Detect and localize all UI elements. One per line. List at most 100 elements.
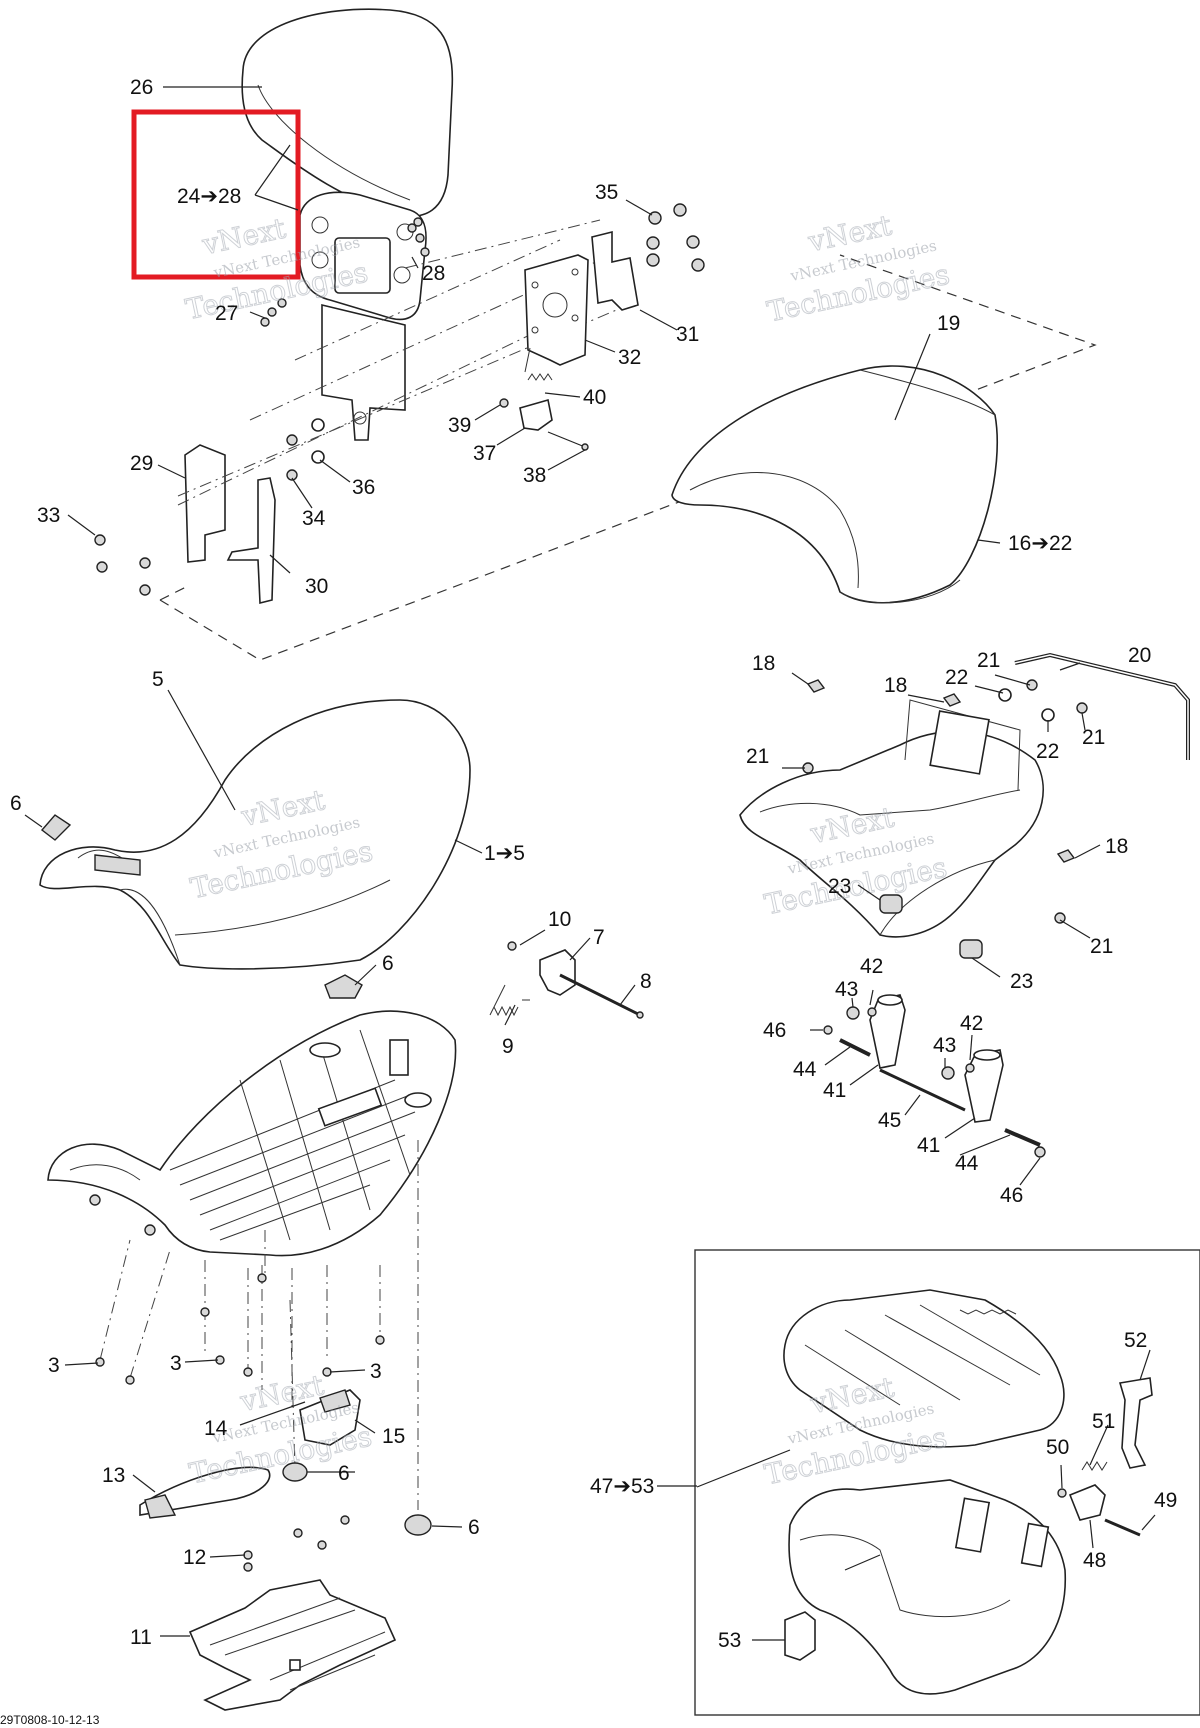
callout-36: 36	[352, 476, 375, 499]
pin-38	[547, 431, 586, 448]
nut-43a	[846, 1006, 860, 1020]
nut-46b	[1034, 1146, 1046, 1158]
foot-23a	[879, 894, 903, 914]
callout-labels: 26 24➔28 28 27 29 33 34 36 30 35 31 32 4…	[10, 76, 1177, 1652]
nut-12	[243, 1550, 253, 1560]
bottom-plate	[188, 1515, 397, 1711]
clip-6b	[324, 974, 363, 999]
callout-15: 15	[382, 1425, 405, 1448]
callout-3b: 3	[170, 1352, 182, 1375]
group-outline-1	[159, 254, 1097, 661]
callout-29: 29	[130, 452, 153, 475]
callout-46a: 46	[763, 1019, 786, 1042]
callout-20: 20	[1128, 644, 1151, 667]
callout-19: 19	[937, 312, 960, 335]
callout-3c: 3	[370, 1360, 382, 1383]
watermark-2: vNext vNext Technologies Technologies	[764, 208, 953, 329]
post-41a	[869, 994, 906, 1069]
callout-23b: 23	[1010, 970, 1033, 993]
spring-40	[524, 347, 553, 381]
callout-22a: 22	[945, 666, 968, 689]
callout-38: 38	[523, 464, 546, 487]
post-41b	[964, 1049, 1004, 1123]
washer-22b	[1041, 708, 1055, 722]
callout-21d: 21	[1090, 935, 1113, 958]
clip-42a	[867, 1007, 877, 1017]
pin-45	[879, 1068, 966, 1112]
callout-26: 26	[130, 76, 153, 99]
callout-24-28: 24➔28	[177, 185, 241, 208]
nut-34	[286, 469, 298, 481]
nut-10	[507, 941, 517, 951]
callout-41a: 41	[823, 1079, 846, 1102]
callout-52: 52	[1124, 1329, 1147, 1352]
plate-11	[188, 1579, 397, 1711]
callout-16-22: 16➔22	[1008, 532, 1072, 555]
callout-14: 14	[204, 1417, 228, 1440]
bracket-48	[1068, 1484, 1106, 1521]
callout-49: 49	[1154, 1489, 1177, 1512]
callout-44a: 44	[793, 1058, 817, 1081]
washer-22a	[998, 688, 1012, 702]
latch-hardware	[489, 941, 644, 1019]
main-seat	[39, 699, 471, 970]
passenger-seat	[671, 365, 999, 604]
tray-body	[788, 1479, 1067, 1695]
callout-50: 50	[1046, 1436, 1069, 1459]
callout-53: 53	[718, 1629, 741, 1652]
fastener-drop-lines	[99, 1140, 419, 1510]
bolt-set-28	[407, 217, 430, 257]
bracket-30	[226, 477, 276, 605]
callout-42a: 42	[860, 955, 883, 978]
callout-46b: 46	[1000, 1184, 1023, 1207]
callout-11: 11	[130, 1626, 152, 1649]
hinge-31	[591, 230, 639, 311]
latch-37	[519, 398, 553, 431]
callout-21c: 21	[746, 745, 769, 768]
spring-9	[489, 984, 530, 1017]
backrest-cushion	[241, 8, 454, 217]
spring-51	[1081, 1461, 1108, 1471]
pad-13	[139, 1466, 271, 1516]
callout-10: 10	[548, 908, 571, 931]
latch-52	[1118, 1377, 1153, 1469]
seat-pan-shell	[47, 1010, 457, 1257]
clip-18b	[942, 693, 962, 707]
passenger-seat-base	[739, 652, 1190, 959]
bolt-21a	[1026, 679, 1038, 691]
seat-base-frame	[739, 730, 1044, 938]
callout-43b: 43	[933, 1034, 956, 1057]
clip-53	[784, 1611, 816, 1661]
callout-23a: 23	[828, 875, 851, 898]
callout-18c: 18	[1105, 835, 1128, 858]
callout-41b: 41	[917, 1134, 940, 1157]
seat-pan	[47, 974, 457, 1257]
callout-6d: 6	[468, 1516, 480, 1539]
callout-42b: 42	[960, 1012, 983, 1035]
callout-51: 51	[1092, 1410, 1115, 1433]
bolt-21d	[1054, 912, 1066, 924]
highlight-box	[131, 109, 301, 280]
callout-44b: 44	[955, 1152, 979, 1175]
bolt-set-33	[94, 534, 151, 596]
callout-43a: 43	[835, 978, 858, 1001]
callout-33: 33	[37, 504, 60, 527]
callout-18b: 18	[884, 674, 907, 697]
callout-12: 12	[183, 1546, 206, 1569]
callout-3a: 3	[48, 1354, 60, 1377]
clip-18c	[1056, 849, 1076, 863]
callout-32: 32	[618, 346, 641, 369]
callout-39: 39	[448, 414, 471, 437]
clip-14	[319, 1389, 351, 1413]
callout-45: 45	[878, 1109, 901, 1132]
callout-31: 31	[676, 323, 699, 346]
callout-48: 48	[1083, 1549, 1106, 1572]
callout-6b: 6	[382, 952, 394, 975]
bracket-29	[184, 444, 226, 563]
clip-6a	[40, 814, 72, 841]
callout-40: 40	[583, 386, 606, 409]
callout-1-5: 1➔5	[484, 842, 525, 865]
clip-39	[499, 398, 509, 408]
clip-42b	[965, 1063, 975, 1073]
